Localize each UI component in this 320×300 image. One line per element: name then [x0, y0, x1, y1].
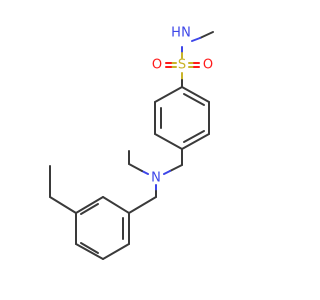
lower-ring-inner-2 — [80, 242, 99, 254]
atom-label-sulfur: S — [178, 58, 186, 73]
bond-ch2-n-part1 — [169, 164, 183, 172]
atom-label-oxygen-left: O — [152, 58, 162, 73]
bond-ch2-n-part2 — [163, 170, 171, 175]
lower-ring-bond-3 — [75, 243, 104, 260]
molecule-structure-diagram: H N S O O N — [49, 26, 214, 260]
atom-label-amine-n: N — [151, 171, 161, 186]
upper-ring-bond-6 — [154, 86, 183, 103]
lower-ring-inner-3 — [80, 203, 99, 215]
bond-nmethyl — [199, 31, 214, 39]
atom-label-sulfonamide-h: H — [171, 26, 181, 41]
upper-ring-inner-1 — [183, 93, 205, 106]
bond-n-ethyl-part1 — [141, 170, 149, 175]
upper-ring-bond-1 — [181, 86, 210, 103]
upper-ring-inner-2 — [183, 130, 205, 143]
bond-nmethyl-n — [191, 37, 201, 42]
lower-ring-bond-5 — [75, 196, 104, 214]
atom-label-sulfonamide-n: N — [181, 26, 191, 41]
lower-ring-bond-6 — [102, 196, 130, 214]
atom-label-oxygen-right: O — [203, 58, 213, 73]
lower-ring-bond-2 — [102, 243, 130, 260]
upper-ring-bond-3 — [181, 133, 210, 150]
bond-benzyl-ring — [128, 196, 157, 214]
bond-ring-ethyl — [49, 196, 77, 214]
bond-n-ethyl-part2 — [128, 163, 143, 172]
upper-ring-bond-4 — [154, 133, 183, 150]
